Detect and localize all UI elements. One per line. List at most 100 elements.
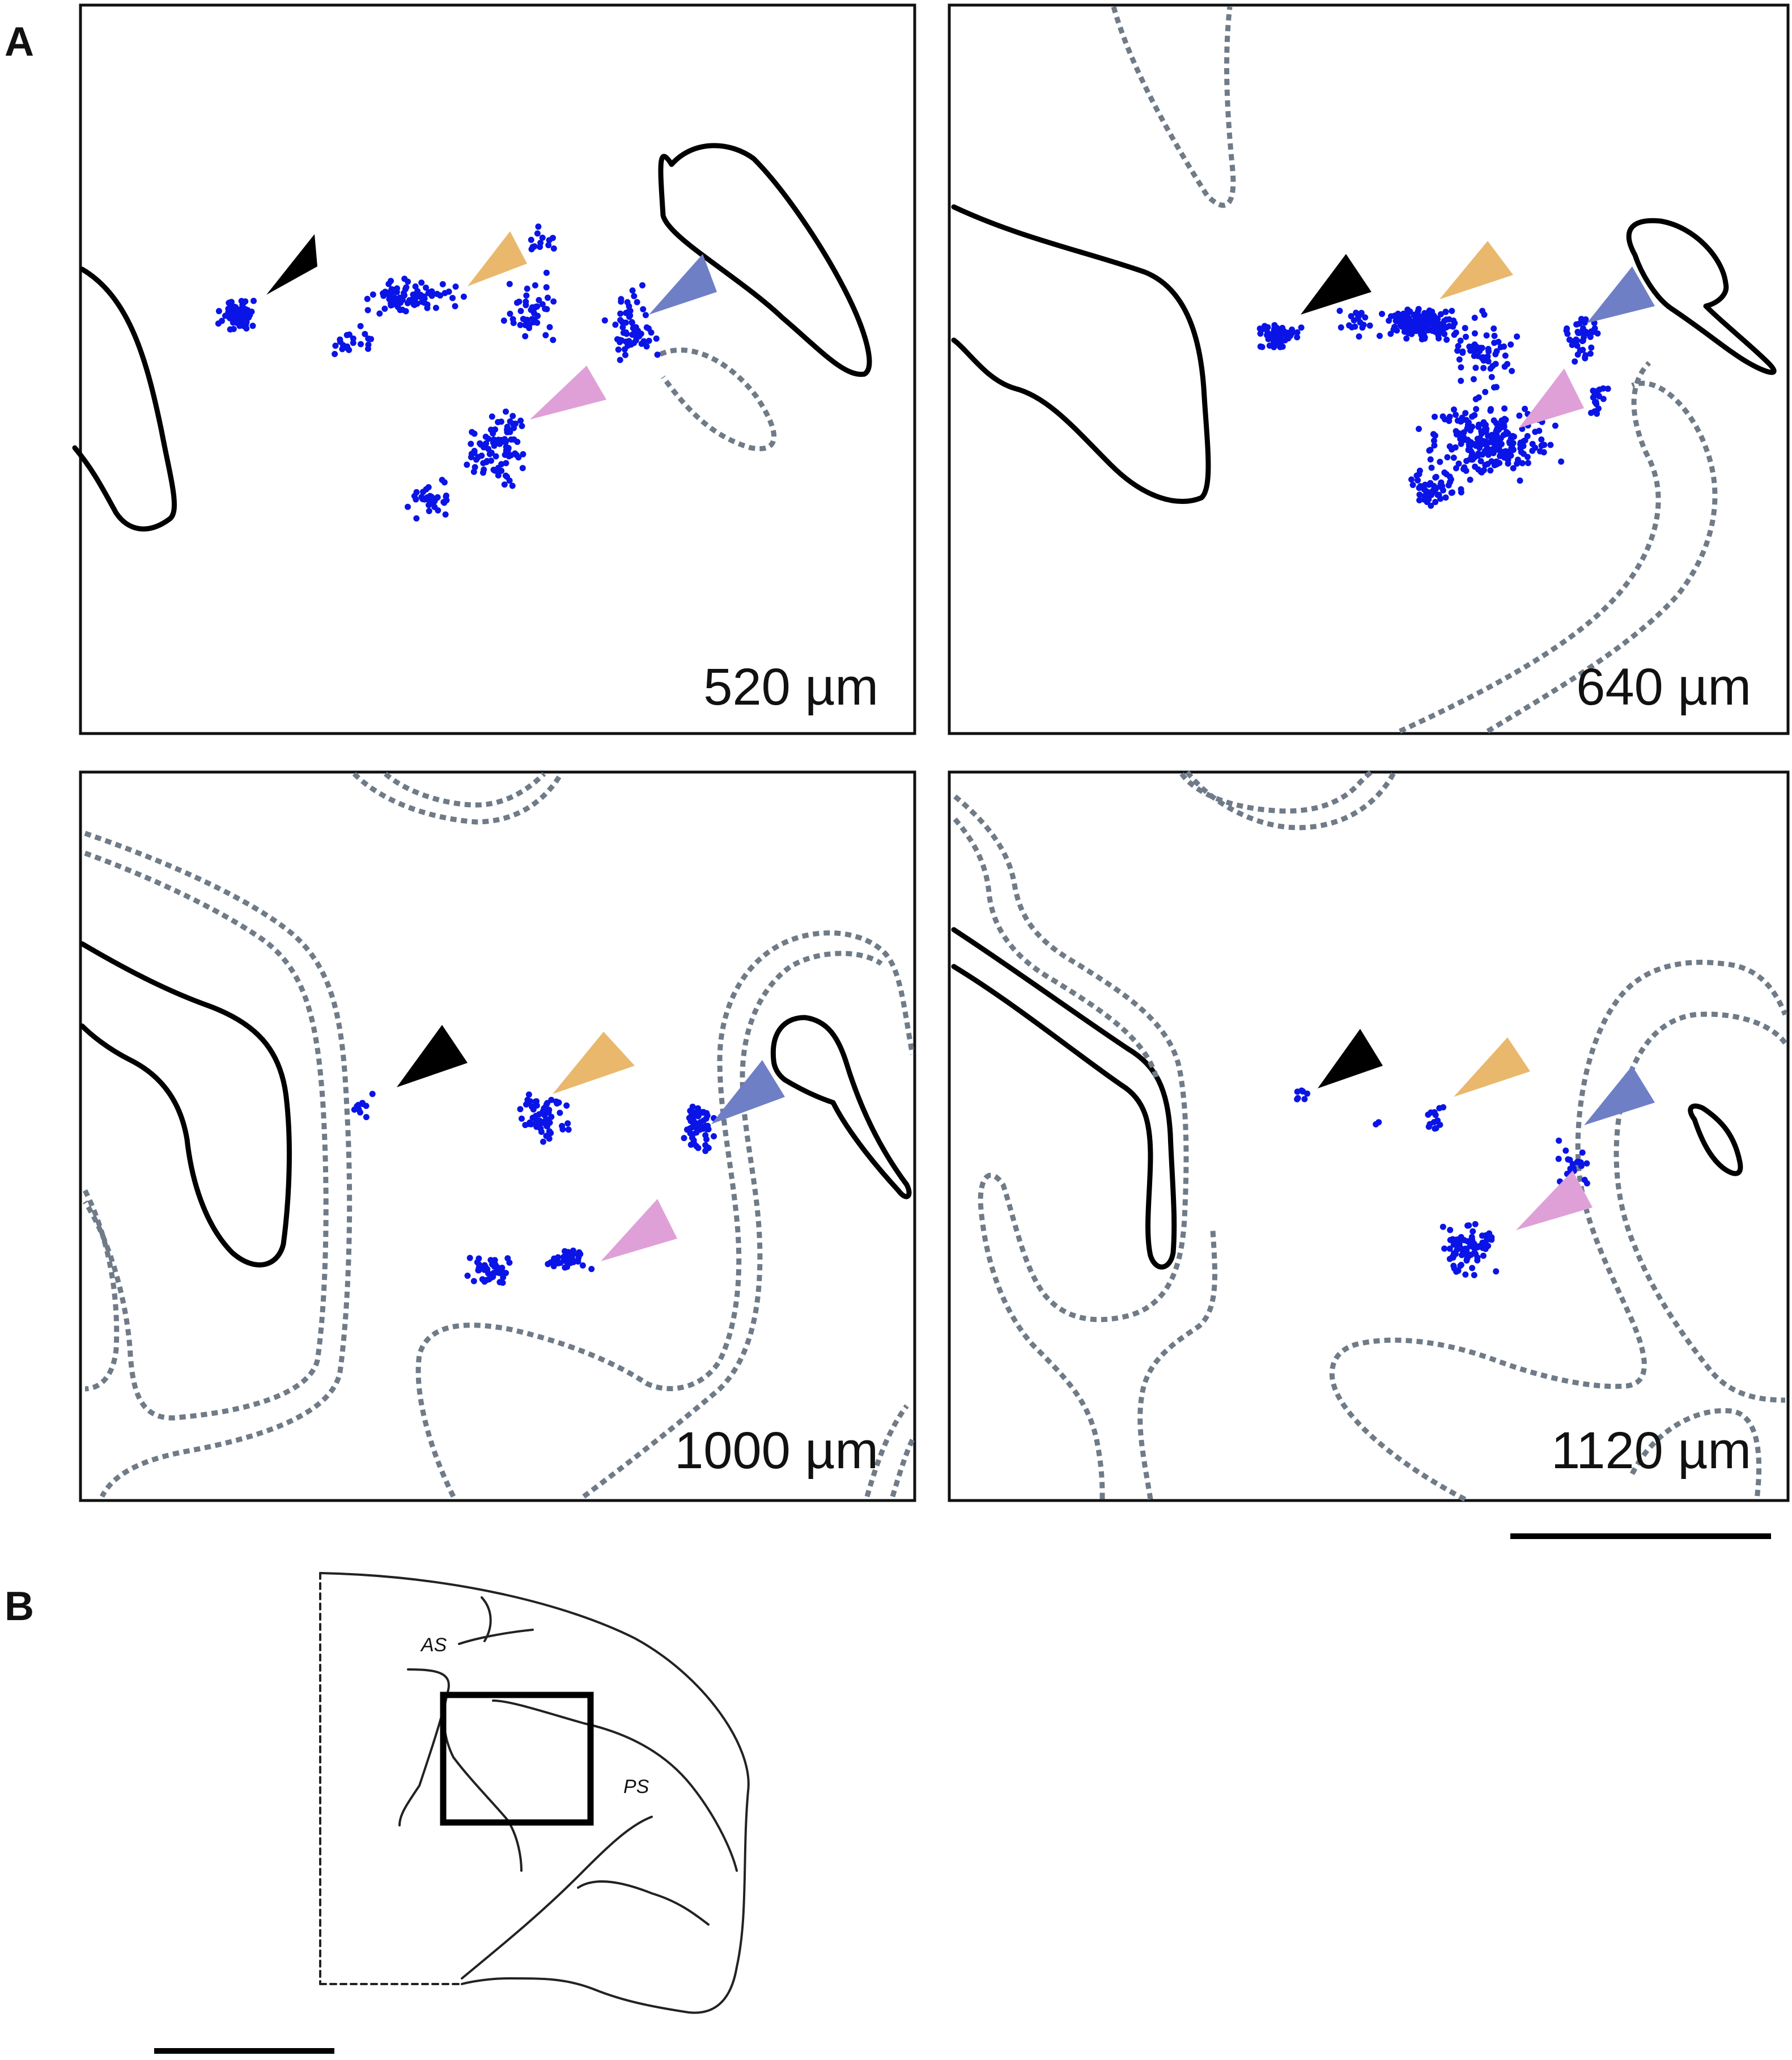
- labelled-cell: [1446, 316, 1453, 323]
- labelled-cell: [1467, 443, 1473, 449]
- labelled-cell: [1583, 1180, 1590, 1186]
- labelled-cell: [626, 303, 632, 310]
- labelled-cell: [426, 508, 432, 514]
- labelled-cell: [1391, 324, 1398, 330]
- labelled-cell: [1460, 429, 1467, 436]
- labelled-cell: [1574, 329, 1581, 335]
- labelled-cell: [1454, 347, 1461, 354]
- labelled-cell: [487, 1257, 494, 1264]
- labelled-cell: [243, 325, 250, 332]
- labelled-cell: [1471, 353, 1477, 359]
- labelled-cell: [1498, 417, 1505, 424]
- labelled-cell: [442, 511, 449, 518]
- labelled-cell: [1471, 315, 1478, 321]
- labelled-cell: [1510, 465, 1517, 472]
- labelled-cell: [1483, 332, 1490, 339]
- labelled-cell: [522, 333, 529, 340]
- labelled-cell: [1430, 437, 1437, 444]
- labelled-cell: [1493, 348, 1500, 355]
- labelled-cell: [1538, 436, 1545, 443]
- labelled-cell: [1562, 1147, 1569, 1154]
- labelled-cell: [1444, 454, 1451, 461]
- section-frame: [948, 770, 1790, 1502]
- labelled-cell: [365, 341, 372, 348]
- labelled-cell: [364, 295, 371, 302]
- labelled-cell: [1356, 333, 1362, 340]
- labelled-cell: [694, 1110, 701, 1117]
- labelled-cell: [1488, 1234, 1495, 1241]
- labelled-cell: [550, 1262, 557, 1269]
- labelled-cell: [506, 281, 513, 287]
- labelled-cell: [614, 336, 621, 342]
- labelled-cell: [1501, 423, 1508, 430]
- region-of-interest-box: [440, 1692, 594, 1826]
- labelled-cell: [557, 1109, 563, 1116]
- labelled-cell: [1286, 331, 1293, 338]
- arrowheads: [266, 231, 717, 419]
- solid-contours: [72, 143, 872, 532]
- labelled-cell: [337, 338, 343, 345]
- labelled-cell: [1479, 451, 1486, 458]
- labelled-cell: [1426, 1121, 1433, 1128]
- labelled-cell: [230, 319, 236, 326]
- labelled-cell: [617, 310, 624, 317]
- labelled-cell: [1585, 330, 1591, 337]
- labelled-cell: [536, 1111, 542, 1118]
- labelled-cell: [541, 1112, 548, 1118]
- labelled-cell: [1379, 311, 1385, 317]
- arrowhead-black: [1318, 1029, 1383, 1088]
- labelled-cell: [1479, 1232, 1485, 1239]
- labelled-cell: [536, 296, 542, 303]
- labelled-cell: [542, 1104, 549, 1111]
- arrowhead-black: [1301, 254, 1371, 315]
- labelled-cell: [1600, 385, 1607, 392]
- labelled-cell: [1264, 324, 1271, 330]
- labelled-cell: [579, 1262, 586, 1269]
- arrowhead-black: [397, 1025, 468, 1087]
- labelled-cell: [1282, 337, 1288, 344]
- cells: [1294, 1087, 1590, 1278]
- labelled-cell: [406, 297, 413, 304]
- labelled-cell: [1458, 486, 1464, 493]
- labelled-cell: [640, 338, 647, 345]
- labelled-cell: [413, 496, 419, 503]
- labelled-cell: [1442, 308, 1449, 315]
- labelled-cell: [1480, 354, 1487, 361]
- labelled-cell: [1595, 405, 1602, 412]
- labelled-cell: [1431, 442, 1438, 449]
- labelled-cell: [1421, 496, 1428, 503]
- labelled-cell: [1346, 322, 1352, 329]
- labelled-cell: [474, 1259, 481, 1266]
- labelled-cell: [1366, 322, 1373, 329]
- section-frame: [948, 3, 1790, 735]
- labelled-cell: [1540, 449, 1547, 456]
- labelled-cell: [495, 472, 502, 479]
- labelled-cell: [1485, 348, 1492, 355]
- labelled-cell: [1604, 385, 1611, 392]
- labelled-cell: [244, 307, 251, 313]
- labelled-cell: [1481, 428, 1488, 435]
- labelled-cell: [413, 489, 420, 495]
- labelled-cell: [1416, 426, 1422, 433]
- labelled-cell: [1416, 491, 1423, 498]
- labelled-cell: [1348, 313, 1354, 320]
- labelled-cell: [1376, 333, 1383, 339]
- labelled-cell: [1574, 342, 1581, 349]
- labelled-cell: [346, 346, 353, 353]
- labelled-cell: [1484, 445, 1490, 452]
- labelled-cell: [1505, 430, 1511, 436]
- labelled-cell: [421, 293, 427, 300]
- labelled-cell: [435, 507, 441, 514]
- cells: [215, 223, 661, 522]
- labelled-cell: [1501, 405, 1508, 412]
- labelled-cell: [1572, 358, 1578, 365]
- labelled-cell: [1467, 476, 1473, 483]
- labelled-cell: [523, 302, 529, 308]
- labelled-cell: [1357, 319, 1364, 326]
- labelled-cell: [452, 303, 458, 310]
- arrowhead-pink: [530, 366, 606, 419]
- labelled-cell: [1494, 422, 1501, 429]
- section-1000: 1000 µm: [79, 770, 916, 1502]
- labelled-cell: [634, 299, 640, 306]
- labelled-cell: [545, 242, 552, 248]
